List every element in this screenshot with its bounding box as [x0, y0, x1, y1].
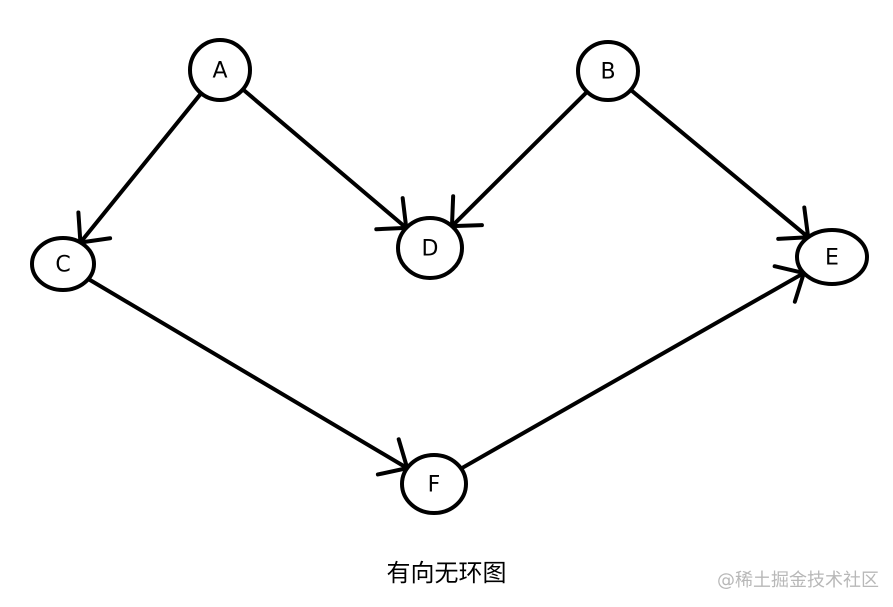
edge-b-e-line — [628, 87, 811, 240]
edge-a-c-arrowhead-2 — [78, 236, 113, 245]
edge-b-d-arrowhead-1 — [449, 194, 456, 229]
node-f: F — [400, 453, 468, 515]
edge-b-e — [628, 87, 811, 241]
watermark-text: @稀土掘金技术社区 — [717, 570, 879, 591]
node-c: C — [30, 236, 96, 292]
edge-b-d-line — [449, 89, 590, 229]
edge-a-c — [76, 91, 204, 245]
edge-a-c-arrowhead-1 — [76, 210, 83, 245]
edge-b-e-arrowhead-1 — [776, 235, 811, 241]
diagram-caption: 有向无环图 — [386, 559, 507, 587]
node-a-circle — [188, 38, 252, 102]
node-b-label: B — [600, 60, 615, 85]
edge-b-d — [449, 89, 590, 229]
edge-f-e-line — [459, 271, 806, 471]
edge-c-f — [86, 277, 410, 477]
edge-a-d — [240, 87, 409, 232]
node-c-label: C — [55, 253, 70, 278]
edge-a-c-line — [78, 91, 204, 245]
node-d-circle — [396, 216, 464, 280]
node-a-label: A — [212, 59, 227, 84]
node-f-circle — [400, 453, 468, 515]
edge-f-e — [459, 264, 806, 471]
edge-a-d-arrowhead-2 — [400, 196, 409, 230]
edge-b-d-arrowhead-2 — [449, 223, 484, 229]
nodes-layer: A B C D E F — [30, 38, 869, 515]
node-e: E — [795, 228, 869, 286]
edge-f-e-arrowhead-1 — [792, 271, 806, 304]
edge-f-e-arrowhead-2 — [772, 264, 806, 276]
edge-b-e-arrowhead-2 — [802, 205, 811, 240]
node-d-label: D — [422, 237, 439, 262]
node-c-circle — [30, 236, 96, 292]
edge-a-d-line — [240, 87, 409, 230]
edge-a-d-arrowhead-1 — [374, 225, 409, 232]
node-b-circle — [576, 40, 640, 102]
edge-c-f-arrowhead-1 — [375, 466, 410, 477]
edges-layer — [76, 87, 811, 477]
edge-c-f-arrowhead-2 — [396, 437, 410, 471]
node-f-label: F — [428, 473, 441, 498]
edge-c-f-line — [86, 277, 410, 471]
node-e-circle — [795, 228, 869, 286]
node-b: B — [576, 40, 640, 102]
node-e-label: E — [825, 246, 839, 271]
node-a: A — [188, 38, 252, 102]
node-d: D — [396, 216, 464, 280]
